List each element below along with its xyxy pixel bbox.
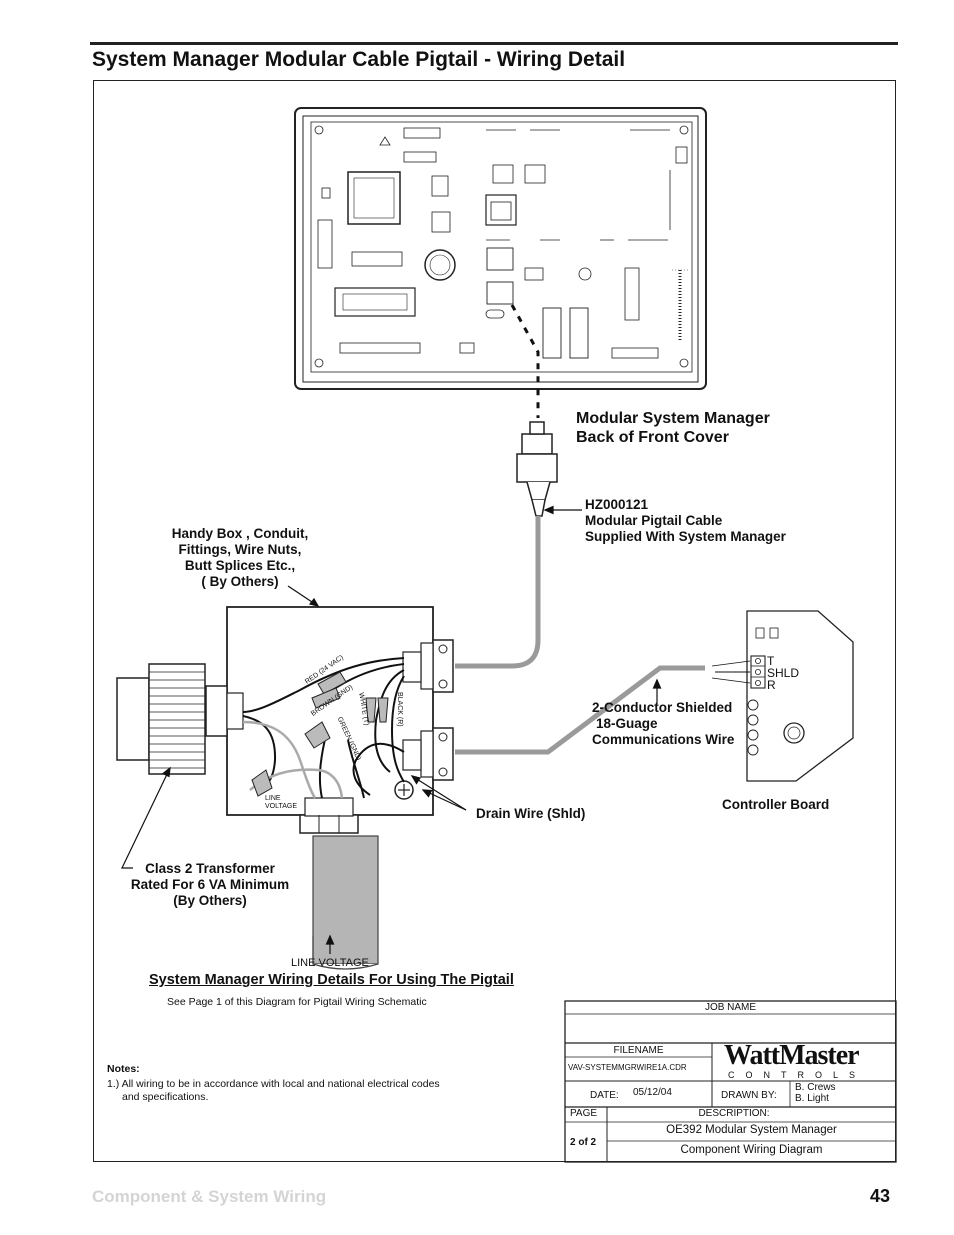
title-block-grid bbox=[564, 1000, 897, 1163]
line-voltage-conduit bbox=[312, 835, 379, 970]
cover-label-line2: Back of Front Cover bbox=[576, 429, 729, 446]
page-label: PAGE bbox=[570, 1108, 598, 1119]
cable-label-line2: Modular Pigtail Cable bbox=[585, 513, 723, 528]
cable-label-line1: HZ000121 bbox=[585, 497, 649, 512]
notes-line1: 1.) All wiring to be in accordance with … bbox=[107, 1078, 440, 1090]
description-line1: OE392 Modular System Manager bbox=[666, 1124, 837, 1136]
page-number: 43 bbox=[870, 1186, 891, 1206]
cover-label-line1: Modular System Manager bbox=[576, 410, 770, 427]
controller-board-label: Controller Board bbox=[722, 797, 830, 812]
drawn-by-1: B. Crews bbox=[795, 1082, 836, 1093]
box-label-line4: ( By Others) bbox=[201, 574, 279, 589]
drawn-by-2: B. Light bbox=[795, 1093, 829, 1104]
page-title: System Manager Modular Cable Pigtail - W… bbox=[92, 48, 626, 71]
wiring-details-subtitle: System Manager Wiring Details For Using … bbox=[149, 972, 514, 988]
description-line2: Component Wiring Diagram bbox=[680, 1144, 823, 1156]
terminal-r-label: R bbox=[767, 678, 776, 692]
description-label: DESCRIPTION: bbox=[698, 1108, 770, 1119]
transformer-label-line1: Class 2 Transformer bbox=[145, 861, 275, 876]
footer-section-title: Component & System Wiring bbox=[92, 1187, 327, 1206]
title-rule bbox=[90, 42, 898, 45]
wire-nuts bbox=[251, 671, 389, 797]
drain-wire-label: Drain Wire (Shld) bbox=[476, 806, 586, 821]
transformer-label-line3: (By Others) bbox=[173, 893, 247, 908]
line-voltage-small-2: VOLTAGE bbox=[265, 803, 298, 810]
box-label-line3: Butt Splices Etc., bbox=[184, 558, 296, 573]
box-label-line2: Fittings, Wire Nuts, bbox=[178, 542, 302, 557]
line-voltage-small-1: LINE bbox=[265, 795, 281, 802]
wattmaster-logo: WattMaster bbox=[724, 1040, 860, 1071]
box-label-line1: Handy Box , Conduit, bbox=[171, 526, 309, 541]
drawn-by-label: DRAWN BY: bbox=[721, 1090, 777, 1101]
job-name-label: JOB NAME bbox=[704, 1002, 757, 1013]
terminal-t-label: T bbox=[767, 654, 775, 668]
comm-label-line2: 18-Guage bbox=[596, 716, 658, 731]
transformer bbox=[116, 663, 206, 775]
transformer-label-line2: Rated For 6 VA Minimum bbox=[130, 877, 290, 892]
notes-heading: Notes: bbox=[107, 1063, 140, 1075]
date-label: DATE: bbox=[590, 1090, 619, 1101]
wattmaster-logo-sub: CONTROLS bbox=[728, 1070, 867, 1080]
terminal-shld-label: SHLD bbox=[767, 666, 800, 680]
filename-value: VAV-SYSTEMMGRWIRE1A.CDR bbox=[568, 1063, 687, 1072]
cable-wires bbox=[455, 516, 705, 755]
filename-label: FILENAME bbox=[613, 1045, 664, 1056]
system-manager-board bbox=[294, 107, 707, 390]
diagram-frame bbox=[93, 80, 896, 1162]
cable-label-line3: Supplied With System Manager bbox=[585, 529, 786, 544]
comm-label-line3: Communications Wire bbox=[592, 732, 735, 747]
line-voltage-label: LINE VOLTAGE bbox=[291, 957, 369, 969]
controller-board bbox=[746, 610, 854, 782]
junction-box bbox=[205, 606, 454, 834]
leader-lines bbox=[121, 505, 751, 954]
wire-black-label: BLACK (R) bbox=[396, 692, 403, 727]
notes-line2: and specifications. bbox=[122, 1091, 209, 1103]
see-page-note: See Page 1 of this Diagram for Pigtail W… bbox=[167, 996, 427, 1008]
comm-label-line1: 2-Conductor Shielded bbox=[592, 700, 733, 715]
pigtail-plug bbox=[516, 421, 558, 517]
date-value: 05/12/04 bbox=[633, 1087, 672, 1098]
page-value: 2 of 2 bbox=[570, 1137, 597, 1148]
